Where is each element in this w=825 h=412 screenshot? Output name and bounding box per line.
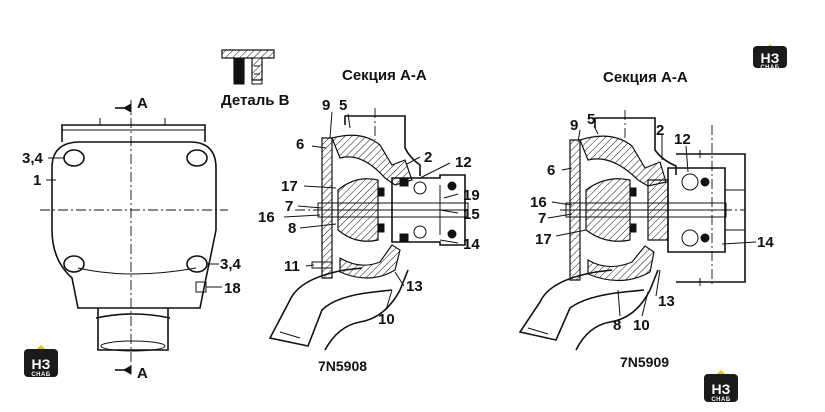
callout-17: 17 xyxy=(535,231,552,248)
bolt-hole xyxy=(63,149,85,167)
section-mark-bottom: A xyxy=(137,365,148,382)
callout-3-4: 3,4 xyxy=(22,150,44,167)
detail-b-title: Деталь B xyxy=(221,92,290,109)
section-mark-top: A xyxy=(137,95,148,112)
detail-b-figure: Деталь B xyxy=(221,49,290,109)
logo-sub: СНАБ xyxy=(711,397,730,403)
model-number: 7N5909 xyxy=(620,354,669,370)
callout-16: 16 xyxy=(258,209,275,226)
callout-13: 13 xyxy=(658,293,675,310)
callout-7: 7 xyxy=(285,198,293,215)
logo-mark: НЗ xyxy=(712,381,731,397)
callout-5: 5 xyxy=(587,111,595,128)
callout-9: 9 xyxy=(322,97,330,114)
section-title: Секция A-A xyxy=(603,69,688,86)
logo-top-right: НЗ СНАБ xyxy=(753,44,787,71)
callout-13: 13 xyxy=(406,278,423,295)
section-view-7n5909: Секция A-A 7N5909 xyxy=(518,69,774,370)
logo-sub: СНАБ xyxy=(31,372,50,378)
callout-5: 5 xyxy=(339,97,347,114)
callout-6: 6 xyxy=(547,162,555,179)
callout-6: 6 xyxy=(296,136,304,153)
logo-sub: СНАБ xyxy=(760,65,779,71)
logo-bottom-right: НЗ СНАБ xyxy=(704,370,738,403)
logo-mark: НЗ xyxy=(761,50,780,66)
front-view: A A 3,4 1 3,4 18 xyxy=(22,95,242,382)
logo-bottom-left: НЗ СНАБ xyxy=(24,345,58,378)
logo-mark: НЗ xyxy=(32,356,51,372)
callout-19: 19 xyxy=(463,187,480,204)
section-view-7n5908: Секция A-A 7N5908 xyxy=(258,67,480,374)
callout-14: 14 xyxy=(463,236,480,253)
callout-2: 2 xyxy=(656,122,664,139)
bolt-hole xyxy=(186,149,208,167)
bolt-hole xyxy=(63,255,85,273)
callout-14: 14 xyxy=(757,234,774,251)
callout-9: 9 xyxy=(570,117,578,134)
bolt-hole xyxy=(186,255,208,273)
callout-2: 2 xyxy=(424,149,432,166)
callout-8: 8 xyxy=(288,220,296,237)
callout-10: 10 xyxy=(633,317,650,334)
callout-10: 10 xyxy=(378,311,395,328)
section-title: Секция A-A xyxy=(342,67,427,84)
callout-15: 15 xyxy=(463,206,480,223)
callout-12: 12 xyxy=(455,154,472,171)
callout-3-4: 3,4 xyxy=(220,256,242,273)
callout-17: 17 xyxy=(281,178,298,195)
callout-1: 1 xyxy=(33,172,41,189)
callout-8: 8 xyxy=(613,317,621,334)
model-number: 7N5908 xyxy=(318,358,367,374)
callout-16: 16 xyxy=(530,194,547,211)
callout-18: 18 xyxy=(224,280,241,297)
callout-11: 11 xyxy=(284,258,300,275)
callout-7: 7 xyxy=(538,210,546,227)
callout-12: 12 xyxy=(674,131,691,148)
